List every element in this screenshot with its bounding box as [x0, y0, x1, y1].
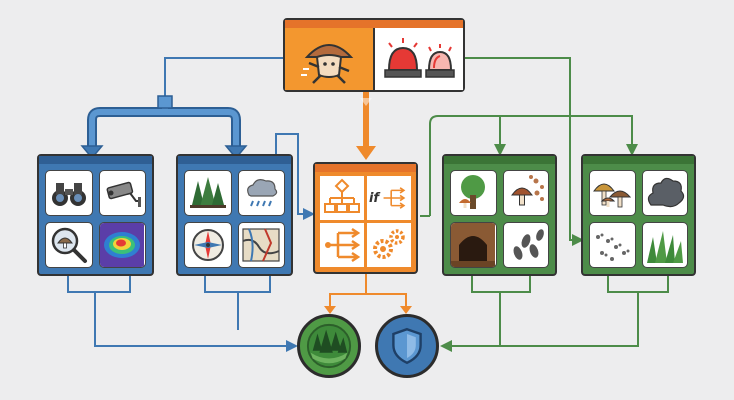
split-arrows-icon	[320, 223, 364, 267]
smoke-cloud-icon	[641, 170, 688, 216]
evidence-panel	[581, 154, 696, 276]
trigger-panel	[283, 18, 465, 92]
mushroom-spores-icon	[502, 170, 549, 216]
link-blue2-to-forest	[204, 276, 271, 293]
gears-icon	[367, 223, 411, 267]
alarm-sirens	[375, 28, 463, 90]
link-blue1-to-forest	[67, 276, 131, 293]
mushroom-cluster-icon	[589, 170, 636, 216]
branching-arrows-icon: if	[367, 176, 411, 220]
burrow-icon	[450, 222, 497, 268]
red-alarm-siren-icon	[384, 38, 422, 78]
flowchart-icon	[320, 176, 364, 220]
orange-arrowhead	[356, 146, 376, 160]
observation-panel	[37, 154, 154, 276]
blue-junction	[157, 95, 173, 109]
shield-icon	[375, 314, 439, 378]
compass-icon	[184, 222, 232, 268]
link-green2-to-shield	[607, 276, 669, 293]
magnifier-mushroom-icon	[45, 222, 93, 268]
security-camera-icon	[98, 170, 146, 216]
grass-icon	[641, 222, 688, 268]
link-top-to-blue	[164, 57, 283, 100]
habitat-panel	[442, 154, 557, 276]
alarm-siren-glow-icon	[425, 44, 455, 78]
trail-map-icon	[237, 222, 285, 268]
blue-split-arrow	[87, 100, 241, 148]
heatmap-icon	[98, 222, 146, 268]
trigger-panel-header	[285, 20, 463, 28]
forest-habitat-icon	[297, 314, 361, 378]
link-green1-to-shield	[471, 276, 531, 293]
animal-tracks-icon	[589, 222, 636, 268]
forest-trees-icon	[184, 170, 232, 216]
link-orange-to-outputs	[329, 274, 407, 308]
if-label: if	[368, 190, 380, 206]
binoculars-icon	[45, 170, 93, 216]
rain-cloud-icon	[237, 170, 285, 216]
logic-panel: if	[313, 162, 418, 274]
running-mushroom-icon	[285, 28, 373, 90]
environment-panel	[176, 154, 293, 276]
footprints-icon	[502, 222, 549, 268]
mushroom-tree-icon	[450, 170, 497, 216]
